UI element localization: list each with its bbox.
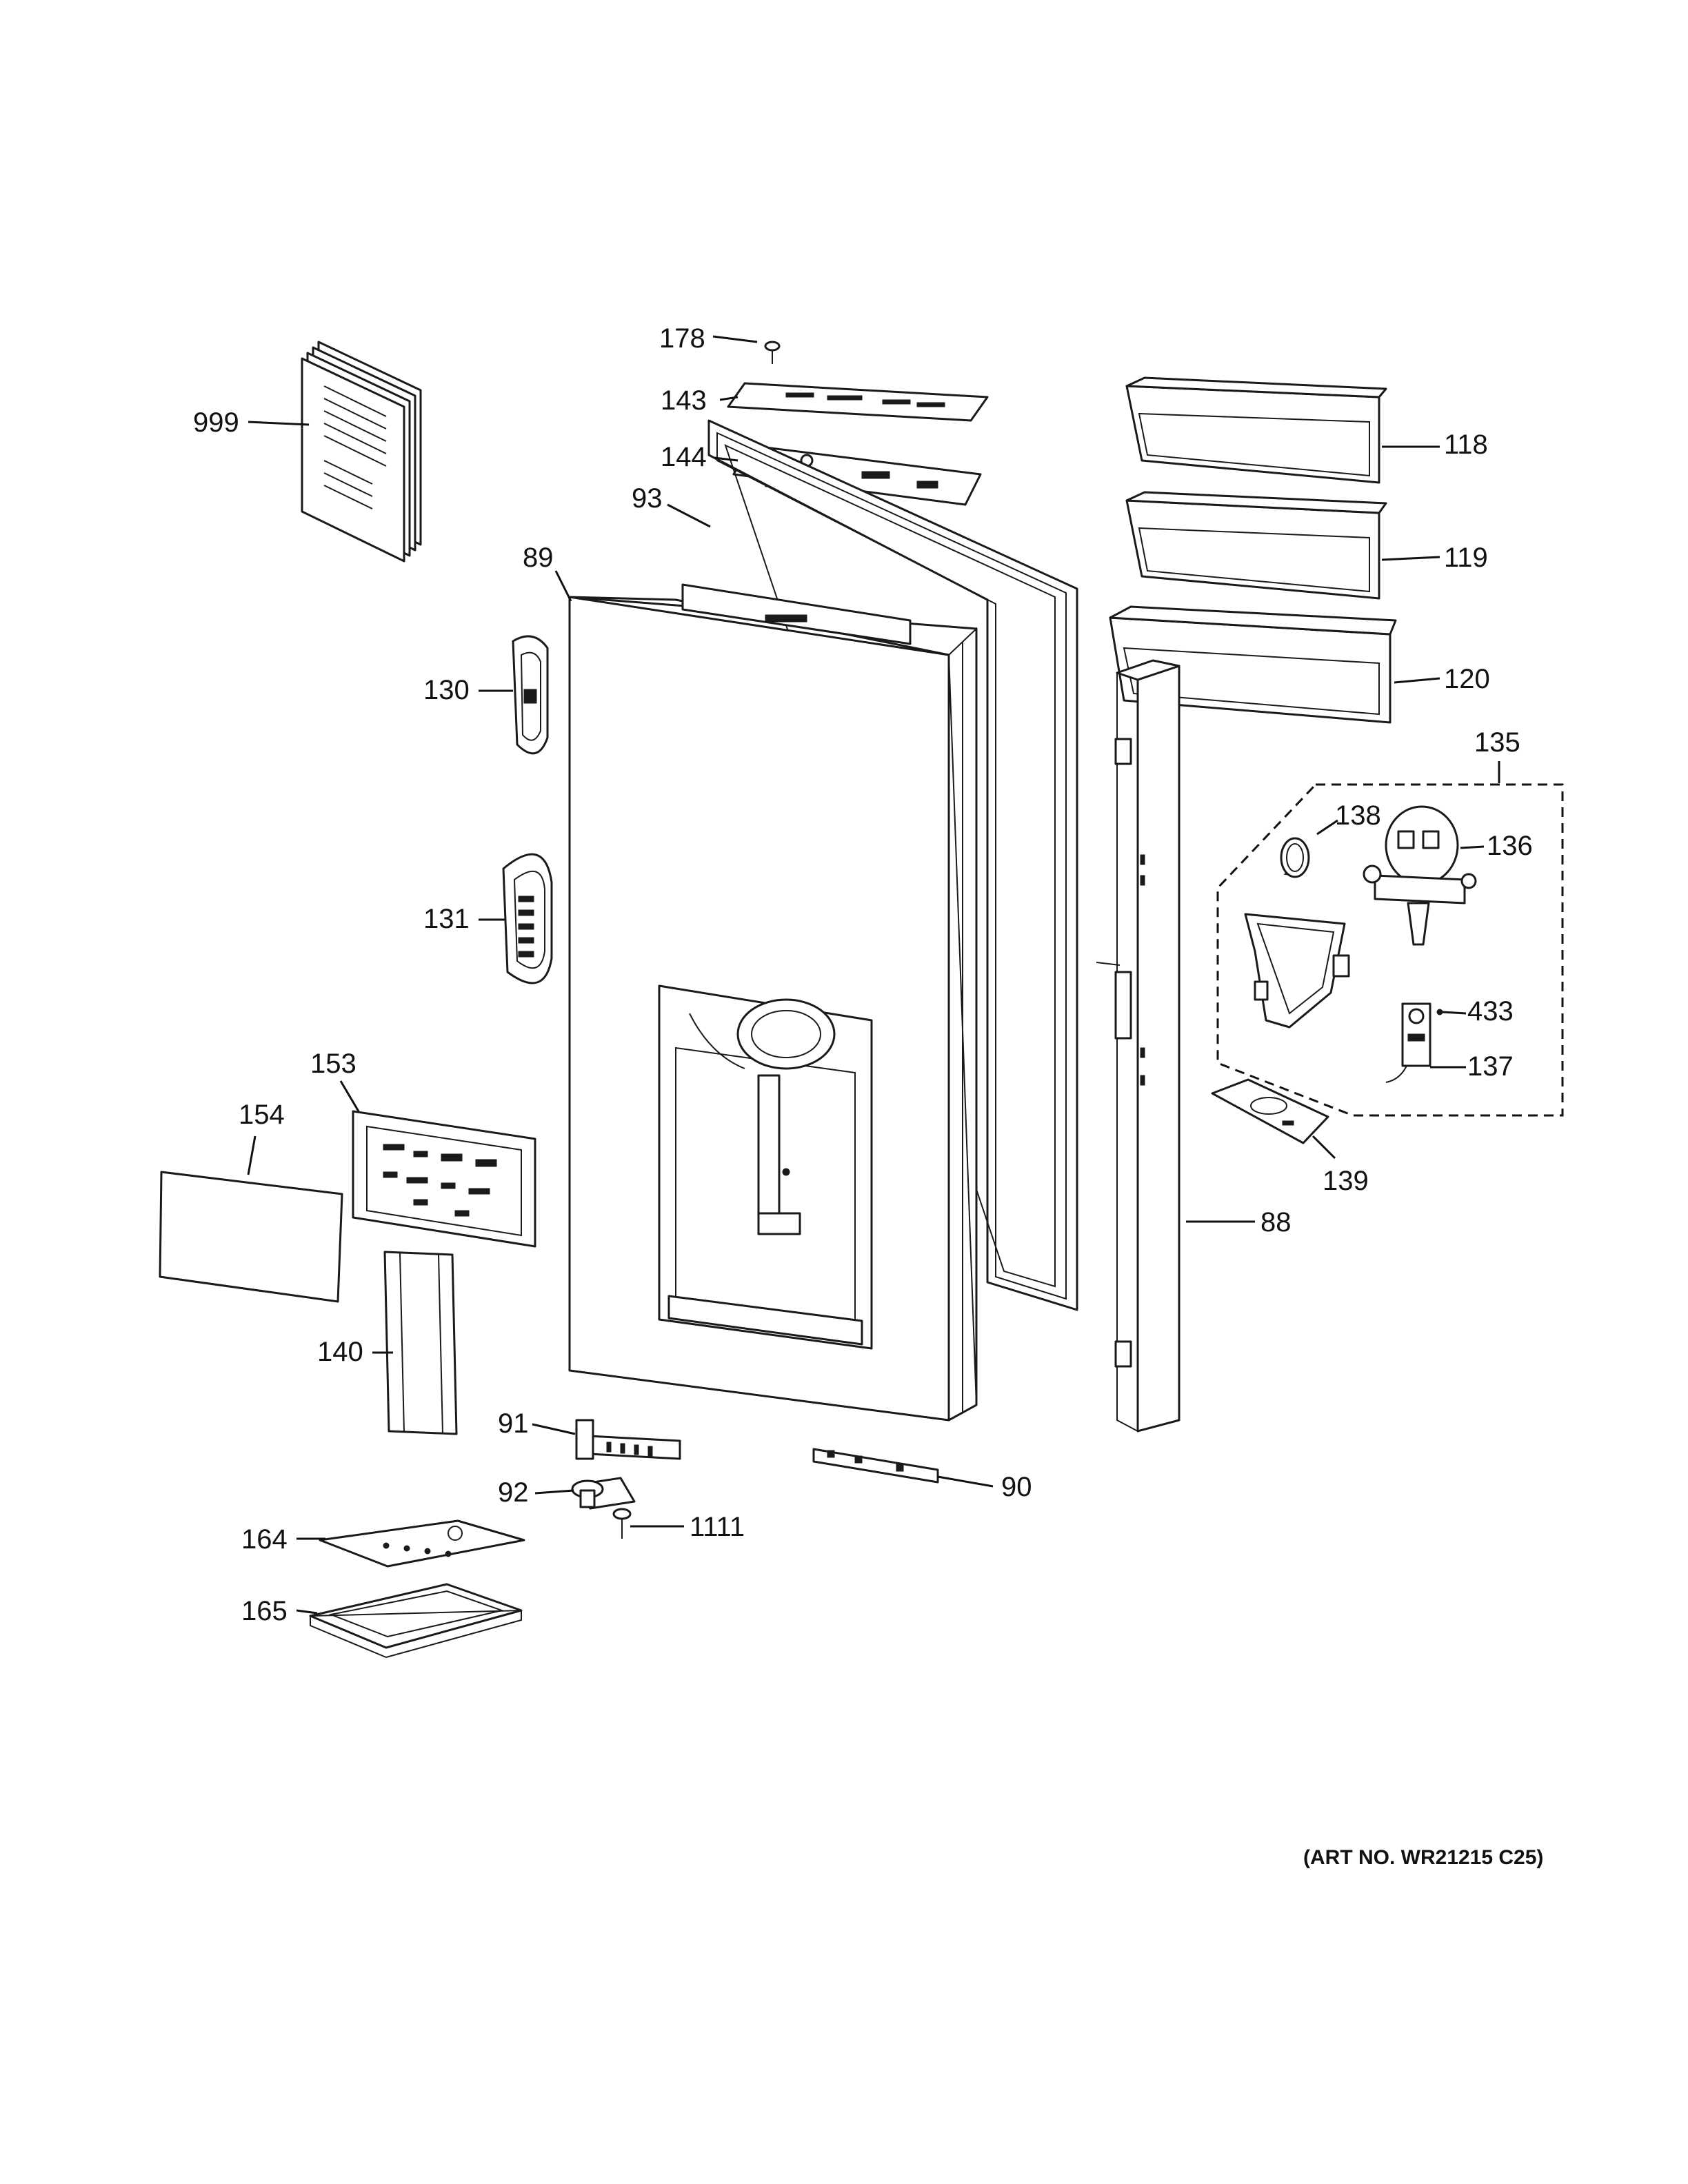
callout-131: 131 xyxy=(423,904,470,934)
dispenser-plate-139-part xyxy=(1211,1078,1329,1144)
callout-153: 153 xyxy=(310,1049,356,1079)
callout-143: 143 xyxy=(661,385,707,416)
door-bin-119-part xyxy=(1125,491,1387,600)
callout-999: 999 xyxy=(193,407,239,438)
callout-labels: 178 143 144 93 89 999 118 119 120 130 13… xyxy=(193,323,1533,1626)
board-cover-143-part xyxy=(727,382,989,422)
cover-panel-154-part xyxy=(159,1171,343,1303)
callout-139: 139 xyxy=(1323,1166,1369,1196)
handle-lower-131-part xyxy=(502,853,553,984)
callout-138: 138 xyxy=(1335,800,1381,831)
callout-120: 120 xyxy=(1444,664,1490,694)
callout-91: 91 xyxy=(498,1408,529,1439)
ice-chute-part xyxy=(1244,913,1350,1029)
mullion-88-part xyxy=(1096,659,1180,1433)
callout-135: 135 xyxy=(1474,727,1520,758)
trim-strip-140-part xyxy=(383,1251,458,1435)
callout-164: 164 xyxy=(241,1524,288,1555)
callout-90: 90 xyxy=(1001,1472,1032,1502)
callout-118: 118 xyxy=(1444,429,1488,460)
callout-93: 93 xyxy=(632,483,663,514)
drip-tray-165-part xyxy=(309,1583,523,1659)
callout-433: 433 xyxy=(1467,996,1514,1027)
callout-89: 89 xyxy=(523,543,554,573)
solenoid-137-part xyxy=(1385,1002,1443,1083)
door-bin-118-part xyxy=(1125,376,1387,484)
leader-lines xyxy=(247,335,1500,1615)
hinge-pin-92-part xyxy=(571,1477,636,1510)
callout-136: 136 xyxy=(1487,831,1533,861)
ice-dispenser-assembly-135-group xyxy=(1216,783,1564,1117)
spring-138-part xyxy=(1280,837,1310,878)
callout-92: 92 xyxy=(498,1477,529,1508)
art-number: (ART NO. WR21215 C25) xyxy=(1303,1846,1543,1869)
callout-178: 178 xyxy=(659,323,705,354)
handle-upper-130-part xyxy=(512,635,549,755)
callout-1111: 1111 xyxy=(690,1512,745,1542)
hinge-bracket-90-part xyxy=(812,1448,939,1484)
callout-165: 165 xyxy=(241,1596,288,1626)
hinge-91-part xyxy=(575,1419,681,1460)
callout-154: 154 xyxy=(239,1100,285,1130)
callout-144: 144 xyxy=(661,442,707,472)
callout-140: 140 xyxy=(317,1337,363,1367)
callout-130: 130 xyxy=(423,675,470,705)
callout-88: 88 xyxy=(1260,1207,1292,1237)
pad-164-part xyxy=(319,1519,525,1568)
callout-137: 137 xyxy=(1467,1051,1514,1082)
refrigerator-door-89-part xyxy=(568,583,978,1422)
callout-119: 119 xyxy=(1444,543,1488,573)
dispenser-recess xyxy=(658,984,873,1350)
screw-1111-part xyxy=(612,1508,632,1539)
auger-motor-136-part xyxy=(1363,805,1477,946)
screw-178-part xyxy=(764,341,781,364)
dispenser-board-153-part xyxy=(352,1110,536,1248)
manual-booklet-part xyxy=(301,341,422,563)
